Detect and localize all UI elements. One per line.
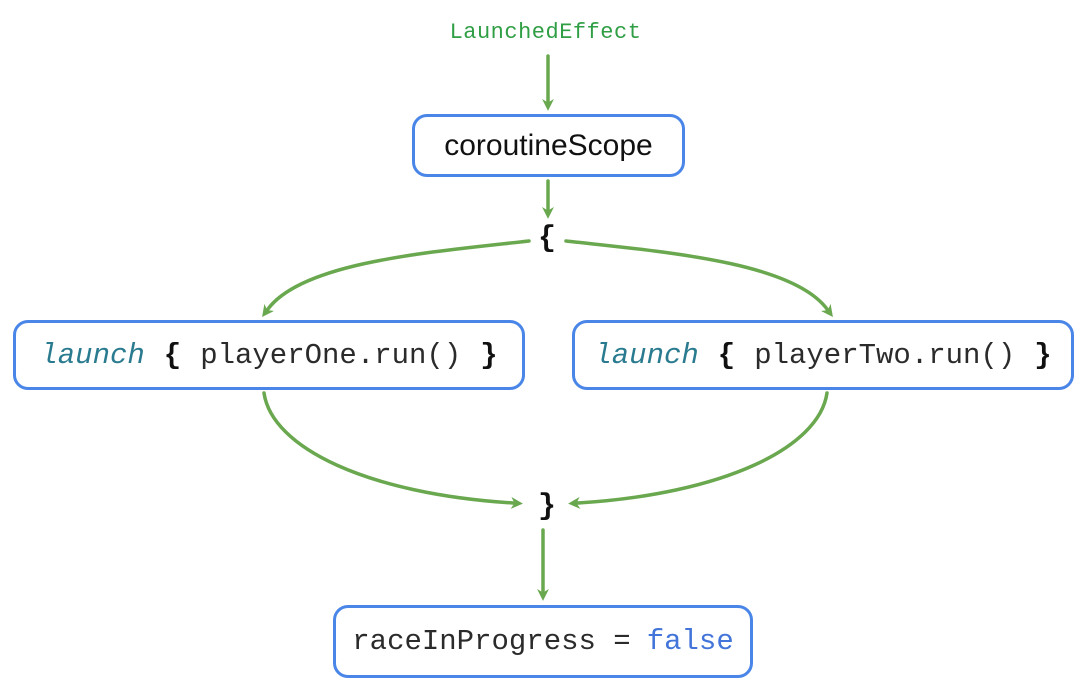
assignment-code: raceInProgress =: [352, 625, 631, 658]
race-in-progress-node: raceInProgress = false: [333, 605, 753, 678]
close-brace: }: [537, 490, 556, 524]
launch-player-one-code: launch { playerOne.run() }: [40, 339, 497, 372]
open-brace-token: {: [163, 338, 182, 372]
close-brace-token: }: [1034, 338, 1052, 372]
launch-keyword: launch: [40, 338, 145, 372]
arrow-open-brace-to-launch-one: [262, 239, 531, 317]
launch-player-one-node: launch { playerOne.run() }: [13, 320, 525, 390]
race-in-progress-code: raceInProgress = false: [352, 625, 733, 658]
player-two-call: playerTwo.run(): [754, 338, 1016, 372]
coroutine-scope-node: coroutineScope: [412, 114, 685, 177]
launch-player-two-code: launch { playerTwo.run() }: [594, 339, 1051, 372]
false-value: false: [646, 625, 734, 658]
launch-keyword: launch: [594, 338, 699, 372]
open-brace: {: [537, 222, 556, 256]
arrow-open-brace-to-launch-two: [564, 239, 833, 317]
arrow-launch-two-to-close-brace: [568, 391, 829, 509]
close-brace-token: }: [480, 338, 498, 372]
launched-effect-label: LaunchedEffect: [449, 20, 642, 45]
launch-player-two-node: launch { playerTwo.run() }: [572, 320, 1074, 390]
coroutine-scope-label: coroutineScope: [444, 128, 653, 162]
open-brace-token: {: [717, 338, 736, 372]
player-one-call: playerOne.run(): [200, 338, 462, 372]
arrow-launch-one-to-close-brace: [262, 391, 523, 509]
